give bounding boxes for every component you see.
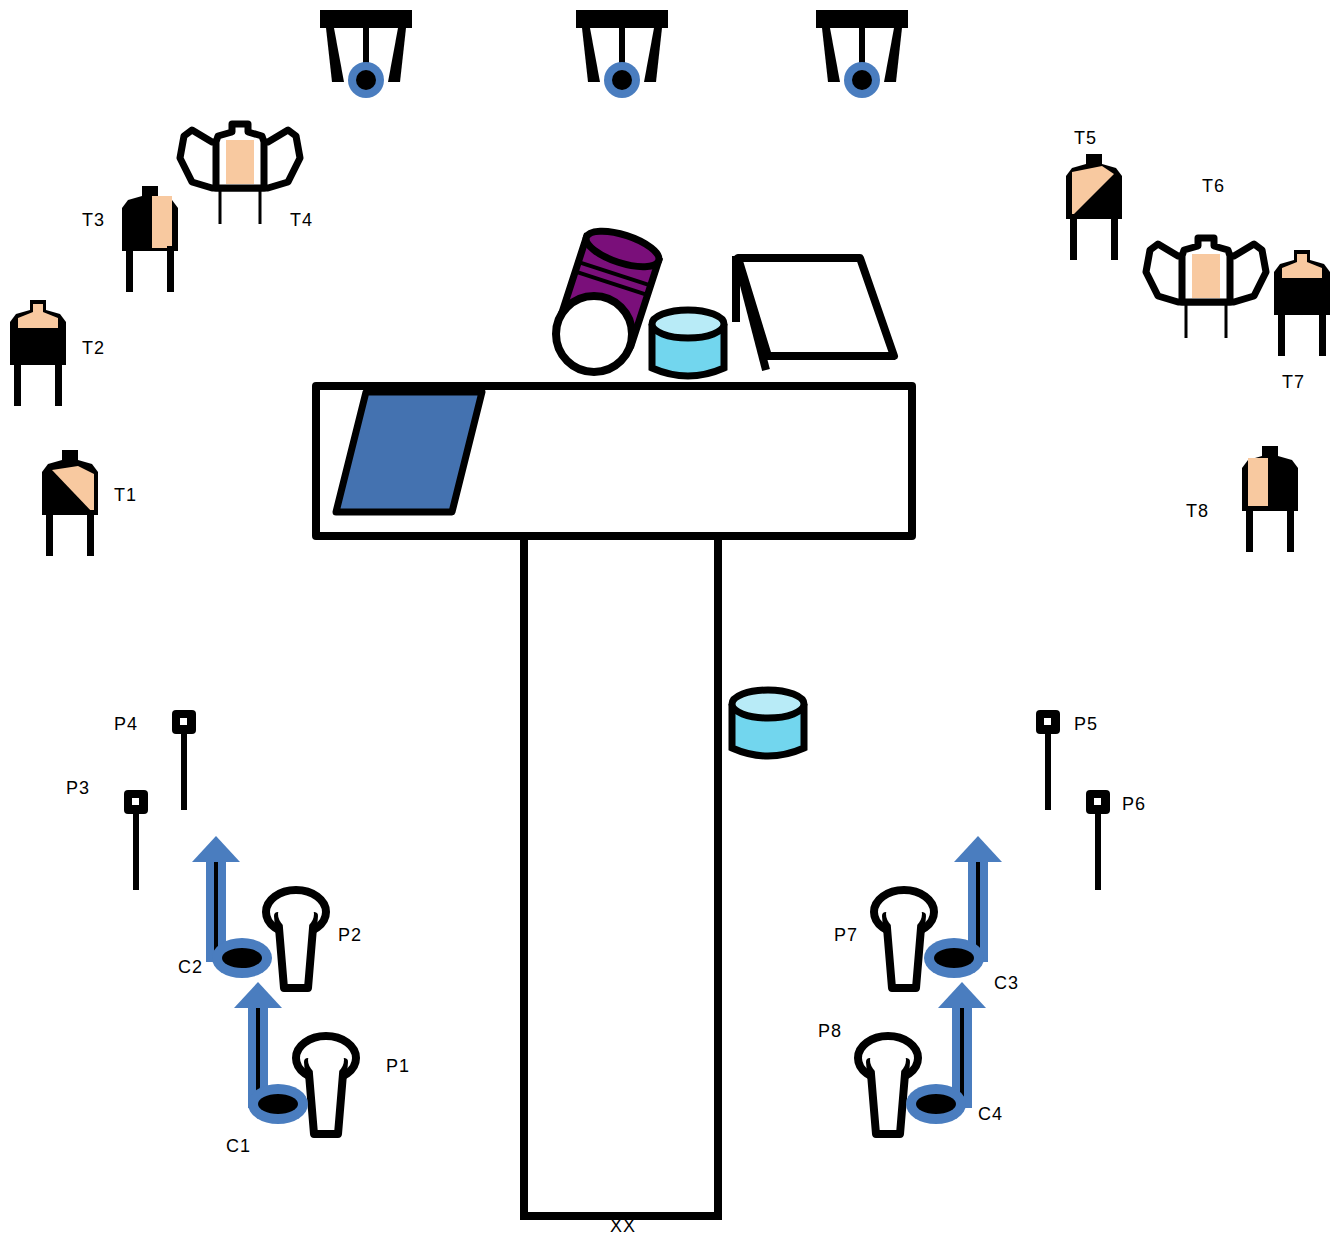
callout-label: P4 <box>114 714 138 734</box>
callout-label: P3 <box>66 778 90 798</box>
callout-label: T4 <box>290 210 313 230</box>
callout-label: T7 <box>1282 372 1305 392</box>
callout-label: P2 <box>338 925 362 945</box>
callout-label: P1 <box>386 1056 410 1076</box>
callout-label: P5 <box>1074 714 1098 734</box>
callout-label: T2 <box>82 338 105 358</box>
callout-label: P7 <box>834 925 858 945</box>
callout-label: XX <box>610 1216 636 1236</box>
callout-label: T8 <box>1186 501 1209 521</box>
callout-label: C4 <box>978 1104 1003 1124</box>
callout-label: C3 <box>994 973 1019 993</box>
callout-label: C1 <box>226 1136 251 1156</box>
callout-label: P8 <box>818 1021 842 1041</box>
callout-label: T1 <box>114 485 137 505</box>
callout-label: P6 <box>1122 794 1146 814</box>
callout-label: C2 <box>178 957 203 977</box>
callout-label: T6 <box>1202 176 1225 196</box>
callout-label: T5 <box>1074 128 1097 148</box>
callout-label: T3 <box>82 210 105 230</box>
